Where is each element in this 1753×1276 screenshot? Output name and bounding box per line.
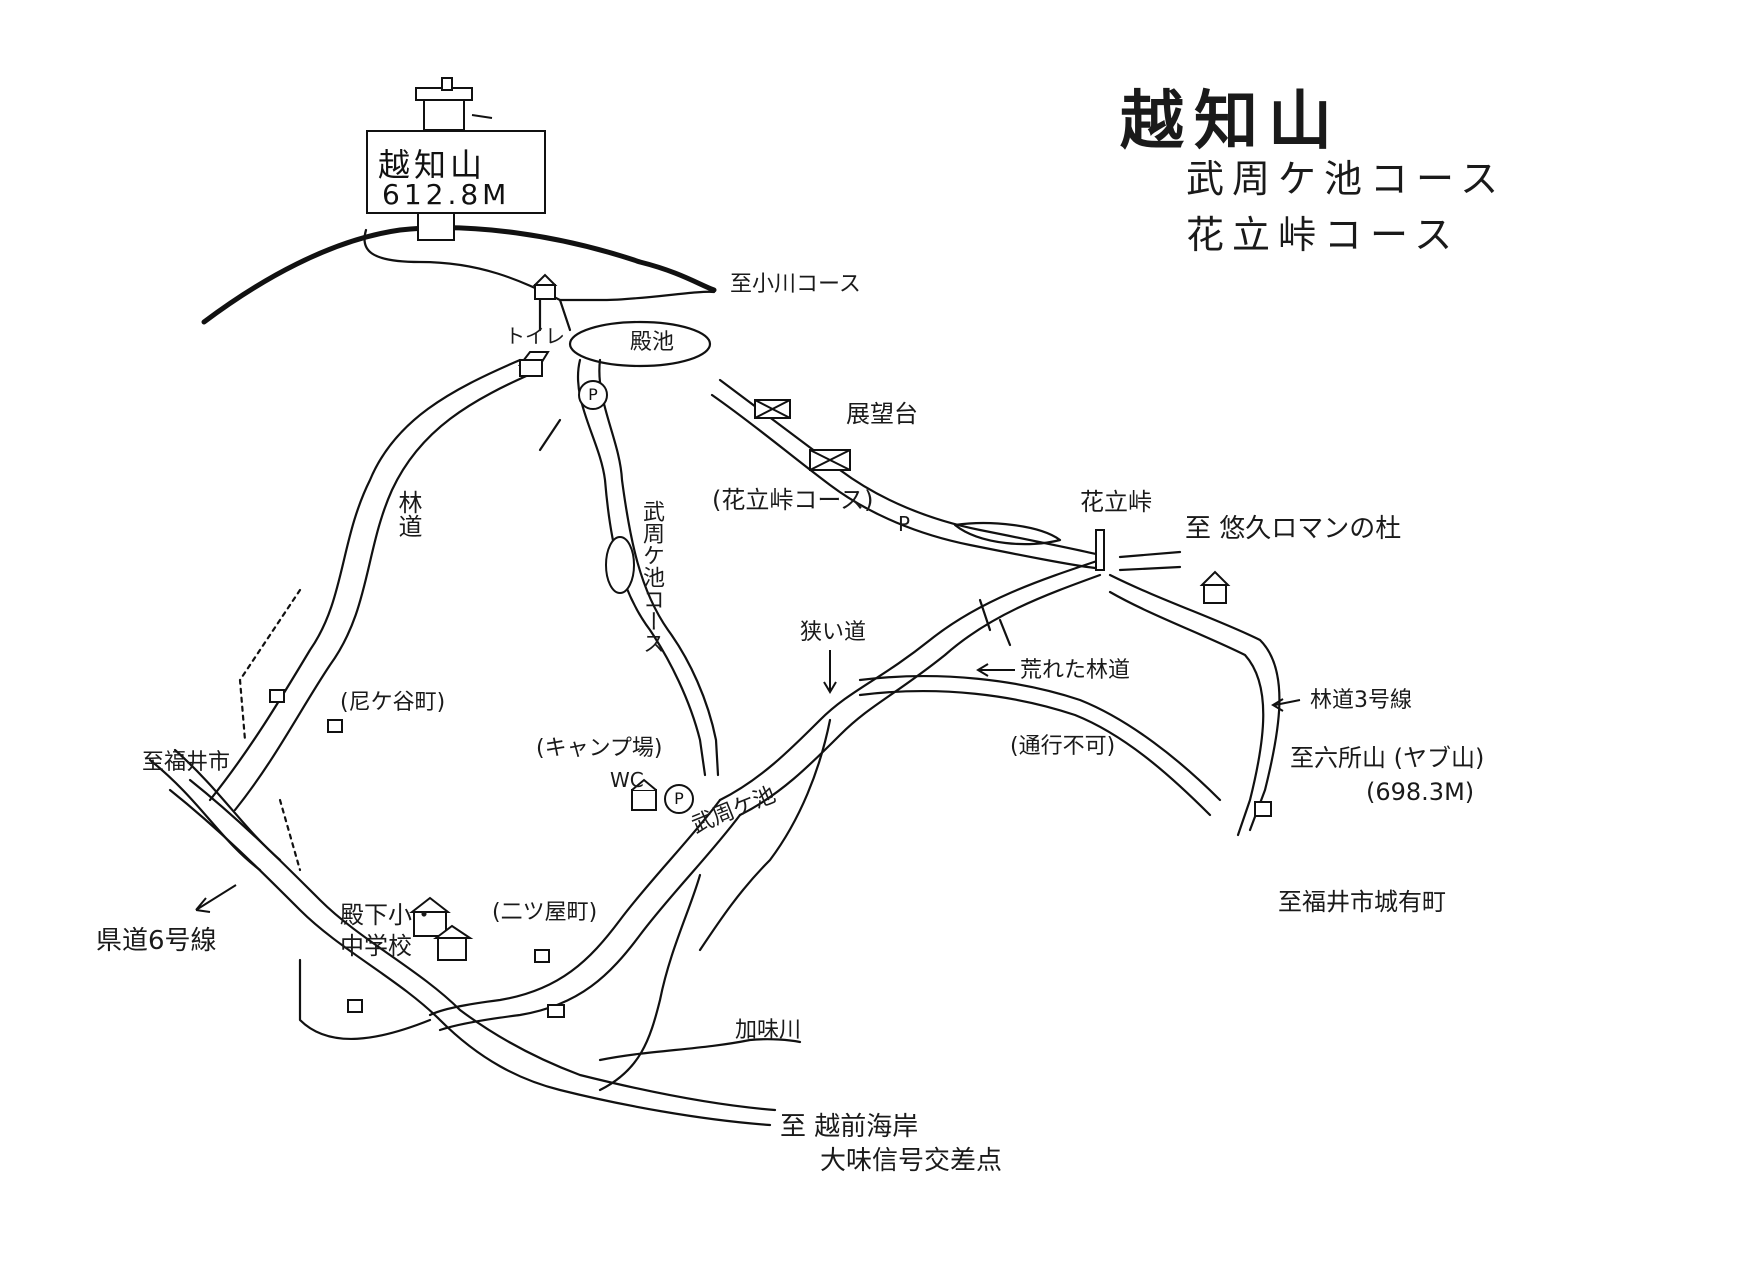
course-name-takefugaike: 武周ケ池コース: [1186, 157, 1507, 201]
shelter-icon: [1254, 801, 1272, 817]
kami-river: [598, 1038, 802, 1062]
small-pond: [953, 522, 1062, 546]
bottom-road-a: [168, 788, 772, 1127]
label-camp: (キャンプ場): [536, 736, 663, 761]
shelter-icon: [547, 1004, 565, 1018]
label-ajimi: 大味信号交差点: [820, 1146, 1003, 1176]
ridge-line: [201, 225, 717, 325]
shelter-icon: [327, 719, 343, 733]
lower-road-a: [428, 798, 722, 1017]
lower-road-b: [438, 813, 742, 1032]
shelter-icon: [1199, 570, 1231, 604]
label-rindo: 林道: [394, 490, 422, 538]
rindo-west-road-a: [208, 358, 522, 802]
rough-road-a: [858, 674, 1222, 802]
shelter-icon: [517, 351, 550, 377]
label-to-coast: 至 越前海岸: [780, 1112, 919, 1142]
shelter-icon: [532, 273, 558, 300]
label-school: 殿下小・中学校: [340, 901, 436, 961]
parking-icon: P: [664, 784, 694, 814]
summit-tower-icon: [415, 77, 493, 241]
label-rokusho: 至六所山 (ヤブ山): [1290, 744, 1485, 772]
label-niga: (尼ケ谷町): [340, 690, 446, 715]
shelter-icon: [534, 949, 550, 963]
label-rindo3: 林道3号線: [1310, 688, 1412, 713]
shelter-icon: [347, 999, 363, 1013]
label-tonoike: 殿池: [630, 330, 675, 355]
summit-name: 越知山: [378, 146, 487, 184]
label-prefroad: 県道6号線: [96, 926, 217, 956]
parking-icon: P: [578, 380, 608, 410]
map-title: 越知山: [1120, 85, 1342, 159]
parking-icon: P: [898, 512, 911, 536]
label-hanatate-pass: 花立峠: [1080, 488, 1152, 516]
summit-elevation: 612.8M: [382, 178, 511, 211]
label-rokusho-elevation: (698.3M): [1366, 778, 1475, 806]
label-impassable: (通行不可): [1010, 734, 1116, 759]
valley-edge-a: [598, 873, 702, 1092]
shelter-icon: [433, 924, 474, 961]
course-name-hanatate: 花立峠コース: [1186, 213, 1461, 257]
gate-icon: [754, 399, 791, 419]
label-yuukyu-roman: 至 悠久ロマンの杜: [1185, 514, 1402, 544]
label-toilet: トイレ: [505, 324, 565, 348]
takefugaike-course-pond: [605, 536, 635, 594]
main-road-b: [738, 573, 1102, 817]
label-to-fukui: 至福井市: [142, 750, 231, 775]
summit-signboard: 越知山 612.8M: [366, 130, 546, 214]
label-kami-river: 加味川: [735, 1018, 802, 1043]
hanatate-course-b: [710, 393, 1097, 570]
bottom-road-b: [188, 778, 777, 1112]
label-takefugaike-course: 武周ケ池コース: [639, 500, 664, 654]
label-wc: WC: [610, 768, 644, 792]
tonoike-pond: [568, 320, 712, 368]
label-futatsuya: (二ツ屋町): [492, 900, 598, 925]
label-to-fukui-joari: 至福井市城有町: [1278, 888, 1446, 916]
rindo3-road-b: [1108, 590, 1265, 837]
label-to-ogawa: 至小川コース: [730, 272, 861, 297]
summit-area: [363, 228, 716, 302]
gate-icon: [809, 449, 851, 471]
label-observatory: 展望台: [846, 400, 918, 428]
toilet-icon: [631, 778, 657, 811]
rough-road-b: [858, 689, 1212, 817]
valley-edge-b: [698, 718, 832, 952]
label-rough-road: 荒れた林道: [1020, 658, 1131, 683]
rindo3-road-a: [1108, 573, 1281, 832]
label-shortcut: 狭い道: [800, 620, 867, 645]
pass-marker-icon: [1095, 529, 1105, 571]
label-hanatate-course: (花立峠コース): [712, 486, 874, 514]
shelter-icon: [409, 896, 451, 937]
rindo-west-road-b: [233, 368, 542, 812]
takefu-course-b: [598, 358, 720, 777]
shelter-icon: [269, 689, 285, 703]
